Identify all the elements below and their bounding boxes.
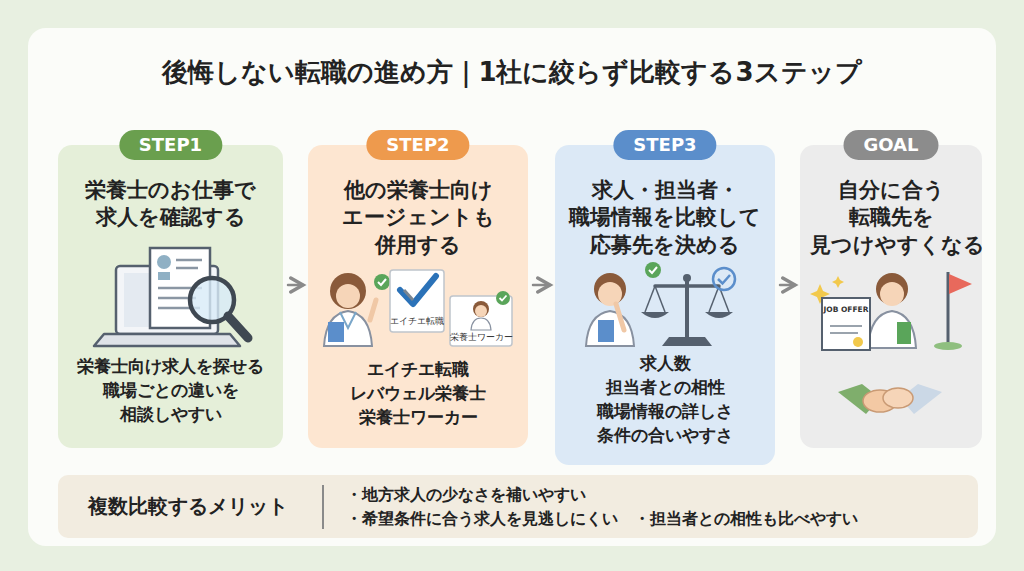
advisor-figure: [324, 273, 390, 346]
logo-card: [390, 270, 444, 332]
node-text: STEP1: [139, 134, 202, 156]
goal-figure: [868, 273, 916, 348]
bullet-item: ・希望条件に合う求人を見逃しにくい: [346, 507, 618, 531]
step-badge: STEP2: [366, 130, 469, 160]
step-body: 求人数 担当者との相性 職場情報の詳しさ 条件の合いやすさ: [585, 351, 745, 448]
logo-card: [450, 291, 512, 346]
panel: [28, 28, 996, 546]
illustration-space: [68, 232, 273, 354]
thinking-figure: [586, 273, 634, 346]
step-heading: 栄養士のお仕事で 求人を確認する: [81, 177, 261, 232]
step-box: 自分に合う 転職先を 見つけやすくなるGOAL: [800, 145, 982, 448]
node-text: STEP2: [386, 134, 449, 156]
step-heading: 自分に合う 転職先を 見つけやすくなる: [810, 177, 972, 259]
goal-flag: [934, 272, 972, 350]
node-text: GOAL: [864, 134, 919, 156]
illustration-space: [318, 259, 518, 357]
check-icons: [645, 262, 735, 290]
diagram-title: 後悔しない転職の進め方｜1社に絞らず比較する3ステップ: [40, 56, 984, 90]
flow-arrow: [533, 284, 550, 287]
bullet-list: ・地方求人の少なさを補いやすい・希望条件に合う求人を見逃しにくい・担当者との相性…: [346, 477, 979, 537]
step-body: 栄養士向け求人を探せる 職場ごとの違いを 相談しやすい: [71, 354, 271, 426]
job-offer-document: [822, 298, 870, 350]
logo-label: エイチエ転職: [390, 316, 444, 328]
sparkles: [810, 276, 844, 304]
flow-arrow: [288, 284, 303, 287]
step-heading: 求人・担当者・ 職場情報を比較して 応募先を決める: [565, 177, 765, 259]
magnifier-icon: [190, 278, 248, 338]
step-box: 栄養士のお仕事で 求人を確認する栄養士向け求人を探せる 職場ごとの違いを 相談し…: [58, 145, 283, 448]
bullet-item: ・地方求人の少なさを補いやすい: [346, 483, 963, 507]
balance-scale: [641, 274, 733, 346]
bullet-item: ・担当者との相性も比べやすい: [634, 507, 858, 531]
step-badge: STEP3: [613, 130, 716, 160]
node-text: STEP3: [633, 134, 696, 156]
band-title: 複数比較するメリット: [88, 493, 288, 520]
document-icon: [150, 248, 210, 328]
merit-band: 複数比較するメリット ・地方求人の少なさを補いやすい・希望条件に合う求人を見逃しに…: [58, 475, 978, 538]
logo-label: 栄養士ワーカー: [450, 332, 513, 344]
step-body: エイチエ転職 レバウェル栄養士 栄養士ワーカー: [338, 357, 498, 429]
step-heading: 他の栄養士向け エージェントも 併用する: [333, 177, 503, 259]
step-badge: STEP1: [119, 130, 222, 160]
step-box: 求人・担当者・ 職場情報を比較して 応募先を決める求人数 担当者との相性 職場情…: [555, 145, 775, 465]
illustration-space: [565, 259, 765, 351]
laptop-icon: [94, 266, 240, 346]
handshake: [838, 384, 942, 414]
document-label: JOB OFFER: [823, 305, 868, 314]
step-badge: GOAL: [844, 130, 939, 160]
divider-line: [322, 485, 324, 529]
step-box: 他の栄養士向け エージェントも 併用するエイチエ転職 レバウェル栄養士 栄養士ワ…: [308, 145, 528, 448]
flow-arrow: [780, 284, 795, 287]
